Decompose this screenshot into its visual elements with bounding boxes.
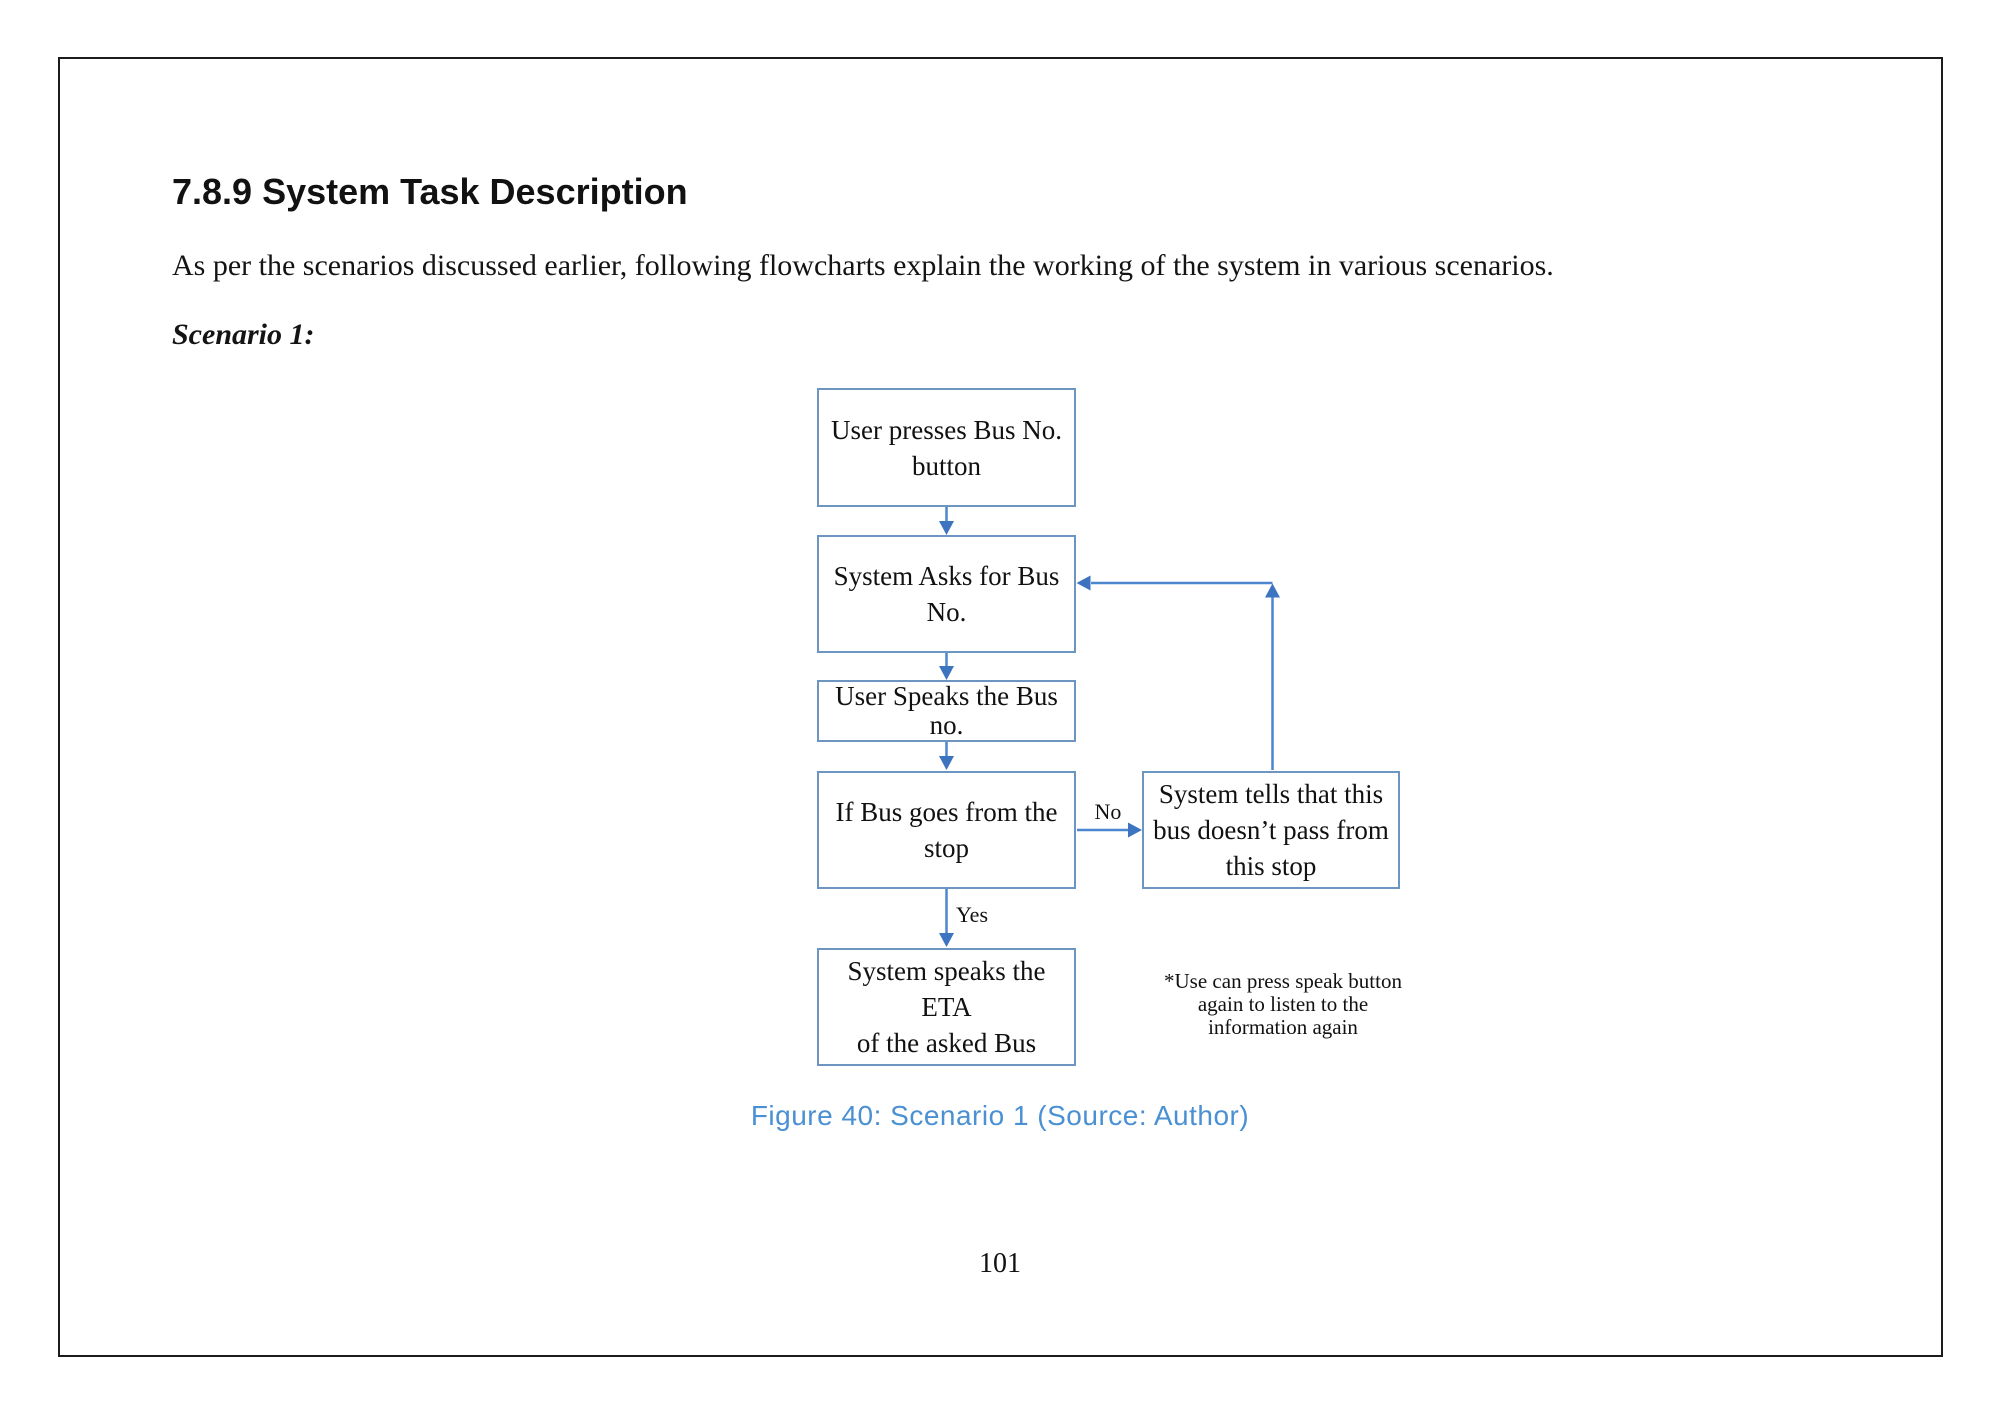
flowchart-box-user-presses-bus-no-button: User presses Bus No. button (817, 388, 1076, 507)
flowchart-box-if-bus-goes-from-the-stop: If Bus goes from the stop (817, 771, 1076, 889)
box-text-line: no. (929, 710, 964, 740)
footnote-line: information again (1208, 1015, 1358, 1039)
footnote-line: *Use can press speak button (1164, 969, 1402, 993)
box-text-line: No. (926, 597, 967, 627)
page-border (58, 57, 1943, 1357)
box-text-line: User Speaks the Bus (835, 681, 1058, 711)
figure-caption: Figure 40: Scenario 1 (Source: Author) (750, 1100, 1250, 1131)
box-text-line: User presses Bus No. (831, 414, 1062, 445)
footnote-line: again to listen to the (1197, 992, 1369, 1016)
box-text-line: stop (923, 833, 969, 863)
intro-paragraph: As per the scenarios discussed earlier, … (172, 249, 1554, 282)
section-heading: 7.8.9 System Task Description (172, 171, 688, 212)
yes-branch-label: Yes (956, 902, 989, 927)
box-text-line: button (911, 450, 981, 481)
flowchart-box-system-asks-for-bus-no: System Asks for Bus No. (817, 535, 1076, 653)
box-text-line: this stop (1225, 851, 1317, 881)
flowchart-box-user-speaks-the-bus-no: User Speaks the Bus no. (817, 680, 1076, 742)
box-text-line: System Asks for Bus (833, 561, 1060, 591)
no-branch-label: No (1094, 799, 1122, 824)
box-text-line: bus doesn’t pass from (1153, 815, 1389, 845)
box-text-line: of the asked Bus (856, 1028, 1037, 1058)
box-text-line: If Bus goes from the (835, 797, 1058, 827)
page-number: 101 (979, 1248, 1021, 1279)
flowchart-footnote: *Use can press speak button again to lis… (1133, 970, 1433, 1039)
box-text-line: System tells that this (1158, 779, 1384, 809)
flowchart-box-system-speaks-eta: System speaks the ETA of the asked Bus (817, 948, 1076, 1066)
flowchart-box-system-tells-bus-doesnt-pass: System tells that this bus doesn’t pass … (1142, 771, 1400, 889)
box-text-line: System speaks the ETA (847, 956, 1046, 1022)
scenario-label: Scenario 1: (172, 318, 315, 351)
